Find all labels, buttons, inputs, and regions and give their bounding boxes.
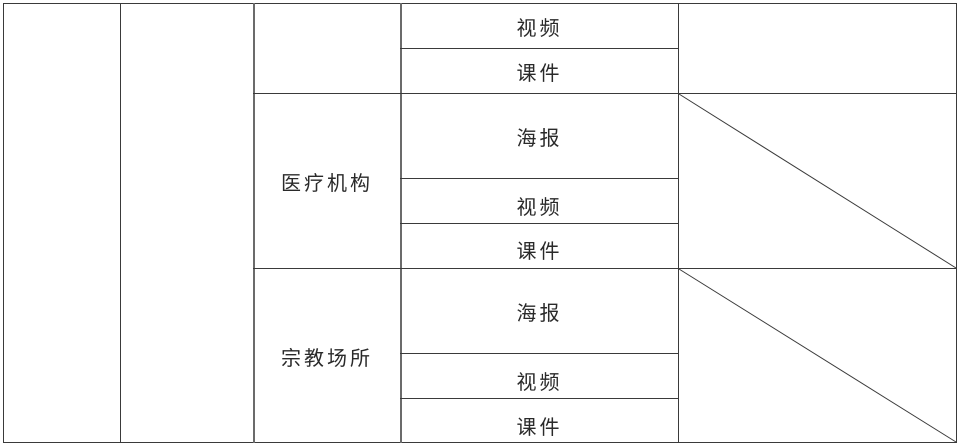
row-separator-sub xyxy=(400,223,679,224)
item-cell-courseware: 课件 xyxy=(401,227,678,271)
item-cell-courseware: 课件 xyxy=(401,403,678,447)
group-label-text: 宗教场所 xyxy=(281,345,373,370)
row-separator-sub xyxy=(400,178,679,179)
column-border-2 xyxy=(120,3,121,443)
row-separator-sub xyxy=(400,398,679,399)
item-label: 课件 xyxy=(516,414,563,439)
item-label: 课件 xyxy=(516,60,563,85)
item-cell-poster: 海报 xyxy=(401,269,678,353)
column-border-3 xyxy=(253,3,255,443)
item-label: 视频 xyxy=(516,15,563,40)
item-label: 海报 xyxy=(516,125,563,150)
row-separator-sub xyxy=(400,353,679,354)
column-border-6 xyxy=(956,3,957,443)
diagonal-slash-medical xyxy=(678,93,957,269)
item-cell-poster: 海报 xyxy=(401,94,678,178)
row-separator-group-1 xyxy=(253,93,957,94)
group-label-medical: 医疗机构 xyxy=(254,94,400,268)
item-cell-video: 视频 xyxy=(401,183,678,227)
group-label-text: 医疗机构 xyxy=(281,170,373,195)
item-label: 课件 xyxy=(516,238,563,263)
group-label-religious: 宗教场所 xyxy=(254,269,400,443)
diagonal-slash-religious xyxy=(678,268,957,443)
item-label: 视频 xyxy=(516,194,563,219)
item-cell-video: 视频 xyxy=(401,4,678,48)
row-separator-group-2 xyxy=(253,268,957,269)
item-label: 视频 xyxy=(516,369,563,394)
item-cell-courseware: 课件 xyxy=(401,49,678,93)
table-top-border xyxy=(3,3,957,4)
table-bottom-border xyxy=(3,442,957,443)
row-separator-sub xyxy=(400,48,679,49)
column-border-1 xyxy=(3,3,4,443)
item-label: 海报 xyxy=(516,300,563,325)
item-cell-video: 视频 xyxy=(401,358,678,402)
